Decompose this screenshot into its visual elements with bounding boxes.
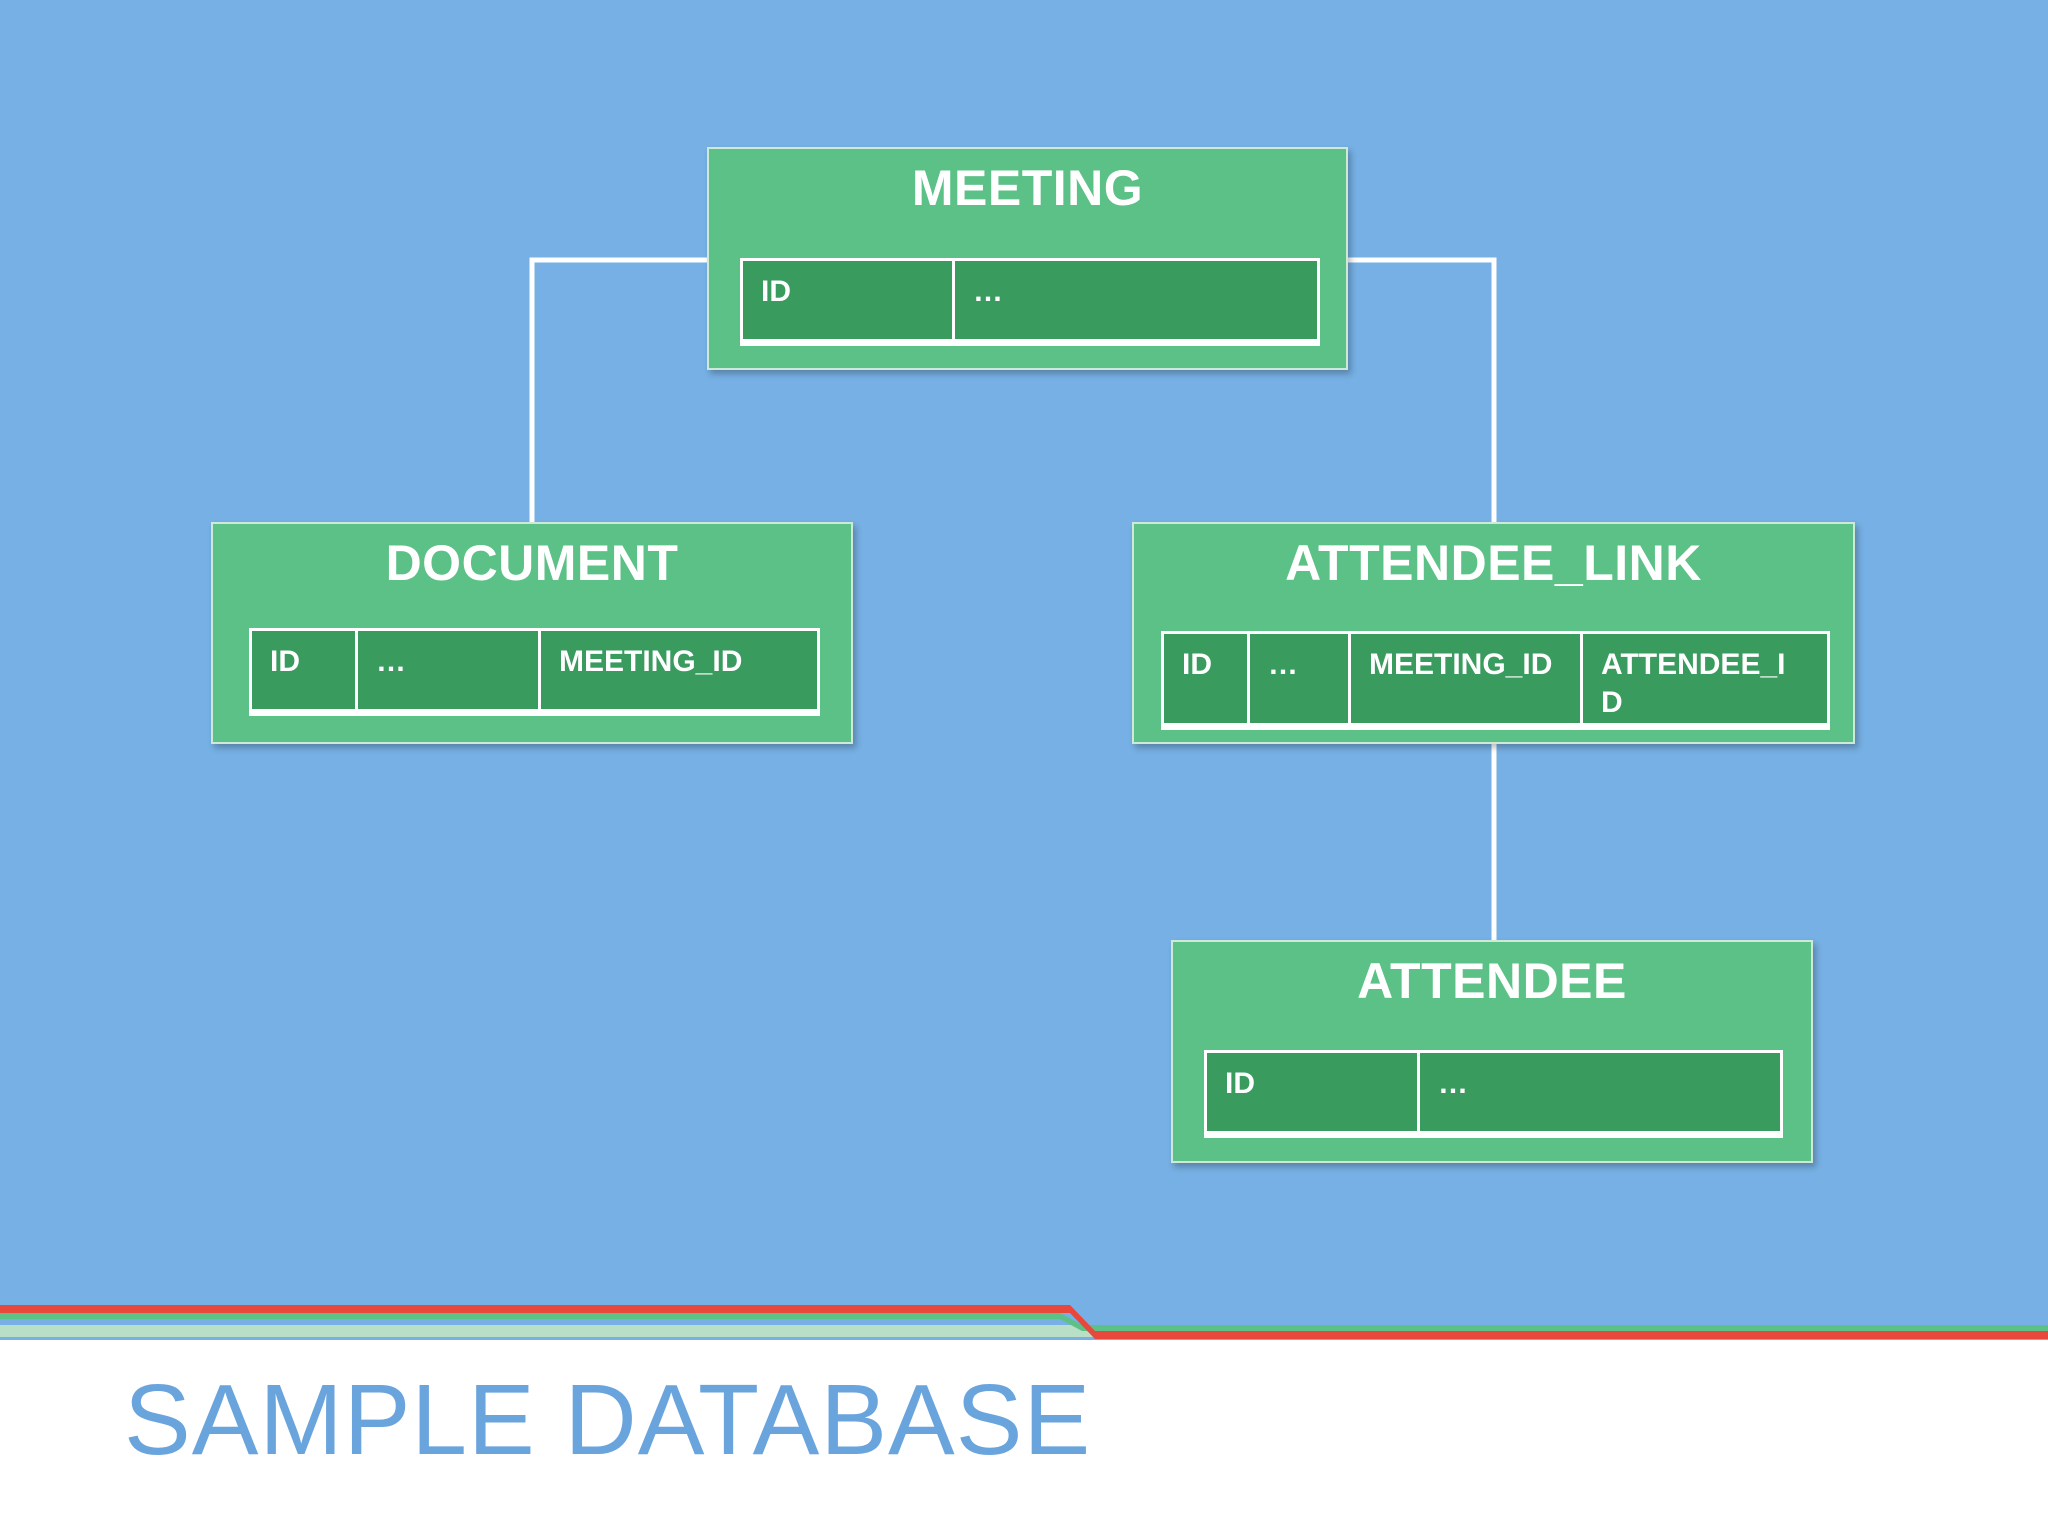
entity-title-attendee: ATTENDEE [1357,953,1627,1009]
field-row-meeting: ID … [740,258,1320,346]
field-attendee-link-attendee-id[interactable]: ATTENDEE_ID [1601,648,1786,719]
entity-attendee[interactable]: ATTENDEE ID … [1171,940,1813,1163]
entity-document[interactable]: DOCUMENT ID … MEETING_ID [211,522,853,744]
entity-title-attendee-link: ATTENDEE_LINK [1285,535,1702,591]
entity-attendee-link[interactable]: ATTENDEE_LINK ID … MEETING_ID ATTENDEE_I… [1132,522,1855,744]
field-row-attendee: ID … [1204,1050,1783,1138]
entity-title-document: DOCUMENT [385,535,679,591]
field-attendee-link-ellipsis[interactable]: … [1250,634,1351,723]
field-attendee-ellipsis[interactable]: … [1438,1067,1468,1100]
entity-title-meeting: MEETING [911,160,1144,216]
divider-stripes [0,1305,2048,1339]
divider-stripe-green [0,1313,2048,1331]
entity-meeting[interactable]: MEETING ID … [707,147,1348,370]
field-attendee-link-id[interactable]: ID [1164,634,1250,723]
field-document-id[interactable]: ID [252,631,358,709]
relationship-connectors [529,257,1497,940]
connector-meeting-attendee-link [1348,257,1497,522]
divider-stripe-red [0,1305,2048,1339]
field-document-meeting-id[interactable]: MEETING_ID [559,645,743,678]
field-row-document: ID … MEETING_ID [249,628,820,716]
field-row-attendee-link: ID … MEETING_ID ATTENDEE_ID [1161,631,1830,730]
field-meeting-ellipsis[interactable]: … [973,275,1003,308]
slide-title: SAMPLE DATABASE [124,1364,1092,1476]
field-meeting-id[interactable]: ID [743,261,955,339]
field-attendee-link-meeting-id[interactable]: MEETING_ID [1351,634,1583,723]
connector-meeting-document [529,257,707,522]
field-attendee-id[interactable]: ID [1207,1053,1420,1131]
diagram-canvas: MEETING ID … DOCUMENT ID … MEETING_ID AT… [0,0,2048,1340]
field-document-ellipsis[interactable]: … [358,631,541,709]
